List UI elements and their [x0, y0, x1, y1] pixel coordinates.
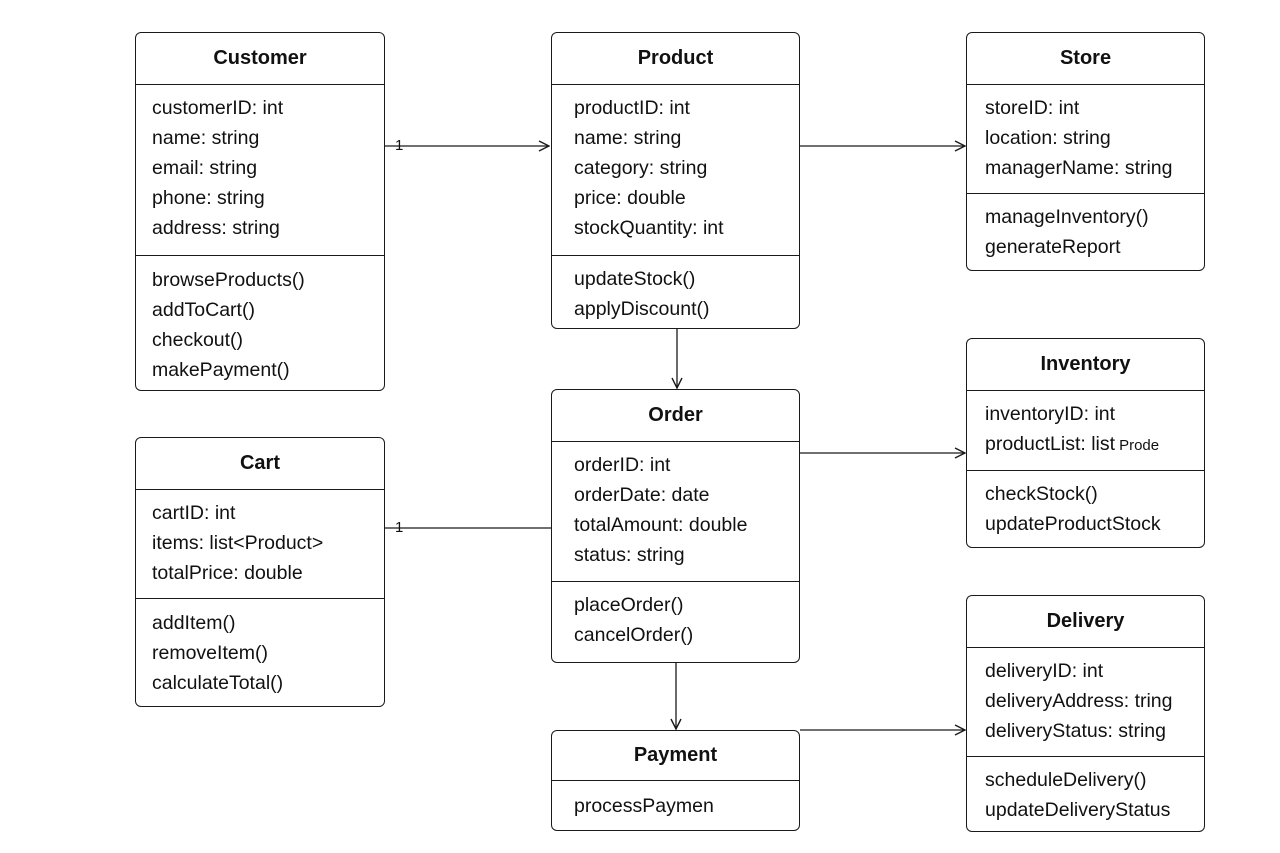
class-product-attributes: productID: int name: string category: st…: [552, 85, 799, 255]
class-product[interactable]: Product productID: int name: string cate…: [551, 32, 800, 329]
class-payment-name: Payment: [552, 731, 799, 781]
method: checkout(): [152, 329, 244, 351]
attribute: cartID: int: [152, 502, 236, 524]
method: scheduleDelivery(): [985, 769, 1147, 791]
attribute: address: string: [152, 217, 280, 239]
class-inventory-methods: checkStock() updateProductStock: [967, 470, 1204, 539]
attribute: items: list<Product>: [152, 532, 324, 554]
class-order-methods: placeOrder() cancelOrder(): [552, 581, 799, 650]
attribute: phone: string: [152, 187, 265, 209]
attribute: category: string: [574, 157, 708, 179]
class-inventory[interactable]: Inventory inventoryID: int productList: …: [966, 338, 1205, 548]
attribute: orderID: int: [574, 454, 671, 476]
class-inventory-name: Inventory: [967, 339, 1204, 391]
class-cart-attributes: cartID: int items: list<Product> totalPr…: [136, 490, 384, 598]
class-delivery[interactable]: Delivery deliveryID: int deliveryAddress…: [966, 595, 1205, 832]
method: updateStock(): [574, 268, 696, 290]
method: placeOrder(): [574, 594, 684, 616]
method: addItem(): [152, 612, 236, 634]
attribute: inventoryID: int: [985, 403, 1116, 425]
attribute-text: productList: list: [985, 433, 1116, 455]
attribute: deliveryID: int: [985, 660, 1104, 682]
method: generateReport: [985, 236, 1121, 258]
method: makePayment(): [152, 359, 290, 381]
method: manageInventory(): [985, 206, 1149, 228]
class-customer-name: Customer: [136, 33, 384, 85]
class-customer[interactable]: Customer customerID: int name: string em…: [135, 32, 385, 391]
class-order-attributes: orderID: int orderDate: date totalAmount…: [552, 442, 799, 581]
class-delivery-methods: scheduleDelivery() updateDeliveryStatus: [967, 756, 1204, 825]
attribute: managerName: string: [985, 157, 1173, 179]
attribute: price: double: [574, 187, 686, 209]
attribute: status: string: [574, 544, 685, 566]
class-customer-methods: browseProducts() addToCart() checkout() …: [136, 255, 384, 385]
attribute: email: string: [152, 157, 258, 179]
method: updateProductStock: [985, 513, 1161, 535]
method: addToCart(): [152, 299, 255, 321]
class-delivery-attributes: deliveryID: int deliveryAddress: tring d…: [967, 648, 1204, 756]
class-cart-methods: addItem() removeItem() calculateTotal(): [136, 598, 384, 698]
class-store-attributes: storeID: int location: string managerNam…: [967, 85, 1204, 193]
attribute: customerID: int: [152, 97, 284, 119]
method: checkStock(): [985, 483, 1098, 505]
method: cancelOrder(): [574, 624, 694, 646]
attribute: location: string: [985, 127, 1111, 149]
class-store-name: Store: [967, 33, 1204, 85]
attribute: orderDate: date: [574, 484, 710, 506]
class-store-methods: manageInventory() generateReport: [967, 193, 1204, 262]
class-payment-methods: processPaymen: [552, 781, 799, 821]
class-order[interactable]: Order orderID: int orderDate: date total…: [551, 389, 800, 663]
method: browseProducts(): [152, 269, 305, 291]
class-payment[interactable]: Payment processPaymen: [551, 730, 800, 831]
attribute: deliveryAddress: tring: [985, 690, 1173, 712]
class-cart-name: Cart: [136, 438, 384, 490]
multiplicity-customer-product: 1: [395, 137, 404, 154]
method: updateDeliveryStatus: [985, 799, 1171, 821]
class-customer-attributes: customerID: int name: string email: stri…: [136, 85, 384, 255]
attribute: storeID: int: [985, 97, 1080, 119]
attribute: name: string: [574, 127, 682, 149]
class-order-name: Order: [552, 390, 799, 442]
attribute: stockQuantity: int: [574, 217, 724, 239]
attribute: totalPrice: double: [152, 562, 303, 584]
multiplicity-cart-order: 1: [395, 519, 404, 536]
class-delivery-name: Delivery: [967, 596, 1204, 648]
method: processPaymen: [574, 795, 714, 817]
attribute-suffix: Prode: [1119, 437, 1160, 454]
class-cart[interactable]: Cart cartID: int items: list<Product> to…: [135, 437, 385, 707]
attribute: totalAmount: double: [574, 514, 748, 536]
class-store[interactable]: Store storeID: int location: string mana…: [966, 32, 1205, 271]
method: calculateTotal(): [152, 672, 284, 694]
attribute: productID: int: [574, 97, 690, 119]
attribute: name: string: [152, 127, 260, 149]
class-product-name: Product: [552, 33, 799, 85]
class-product-methods: updateStock() applyDiscount(): [552, 255, 799, 324]
attribute: deliveryStatus: string: [985, 720, 1166, 742]
method: removeItem(): [152, 642, 268, 664]
method: applyDiscount(): [574, 298, 710, 320]
